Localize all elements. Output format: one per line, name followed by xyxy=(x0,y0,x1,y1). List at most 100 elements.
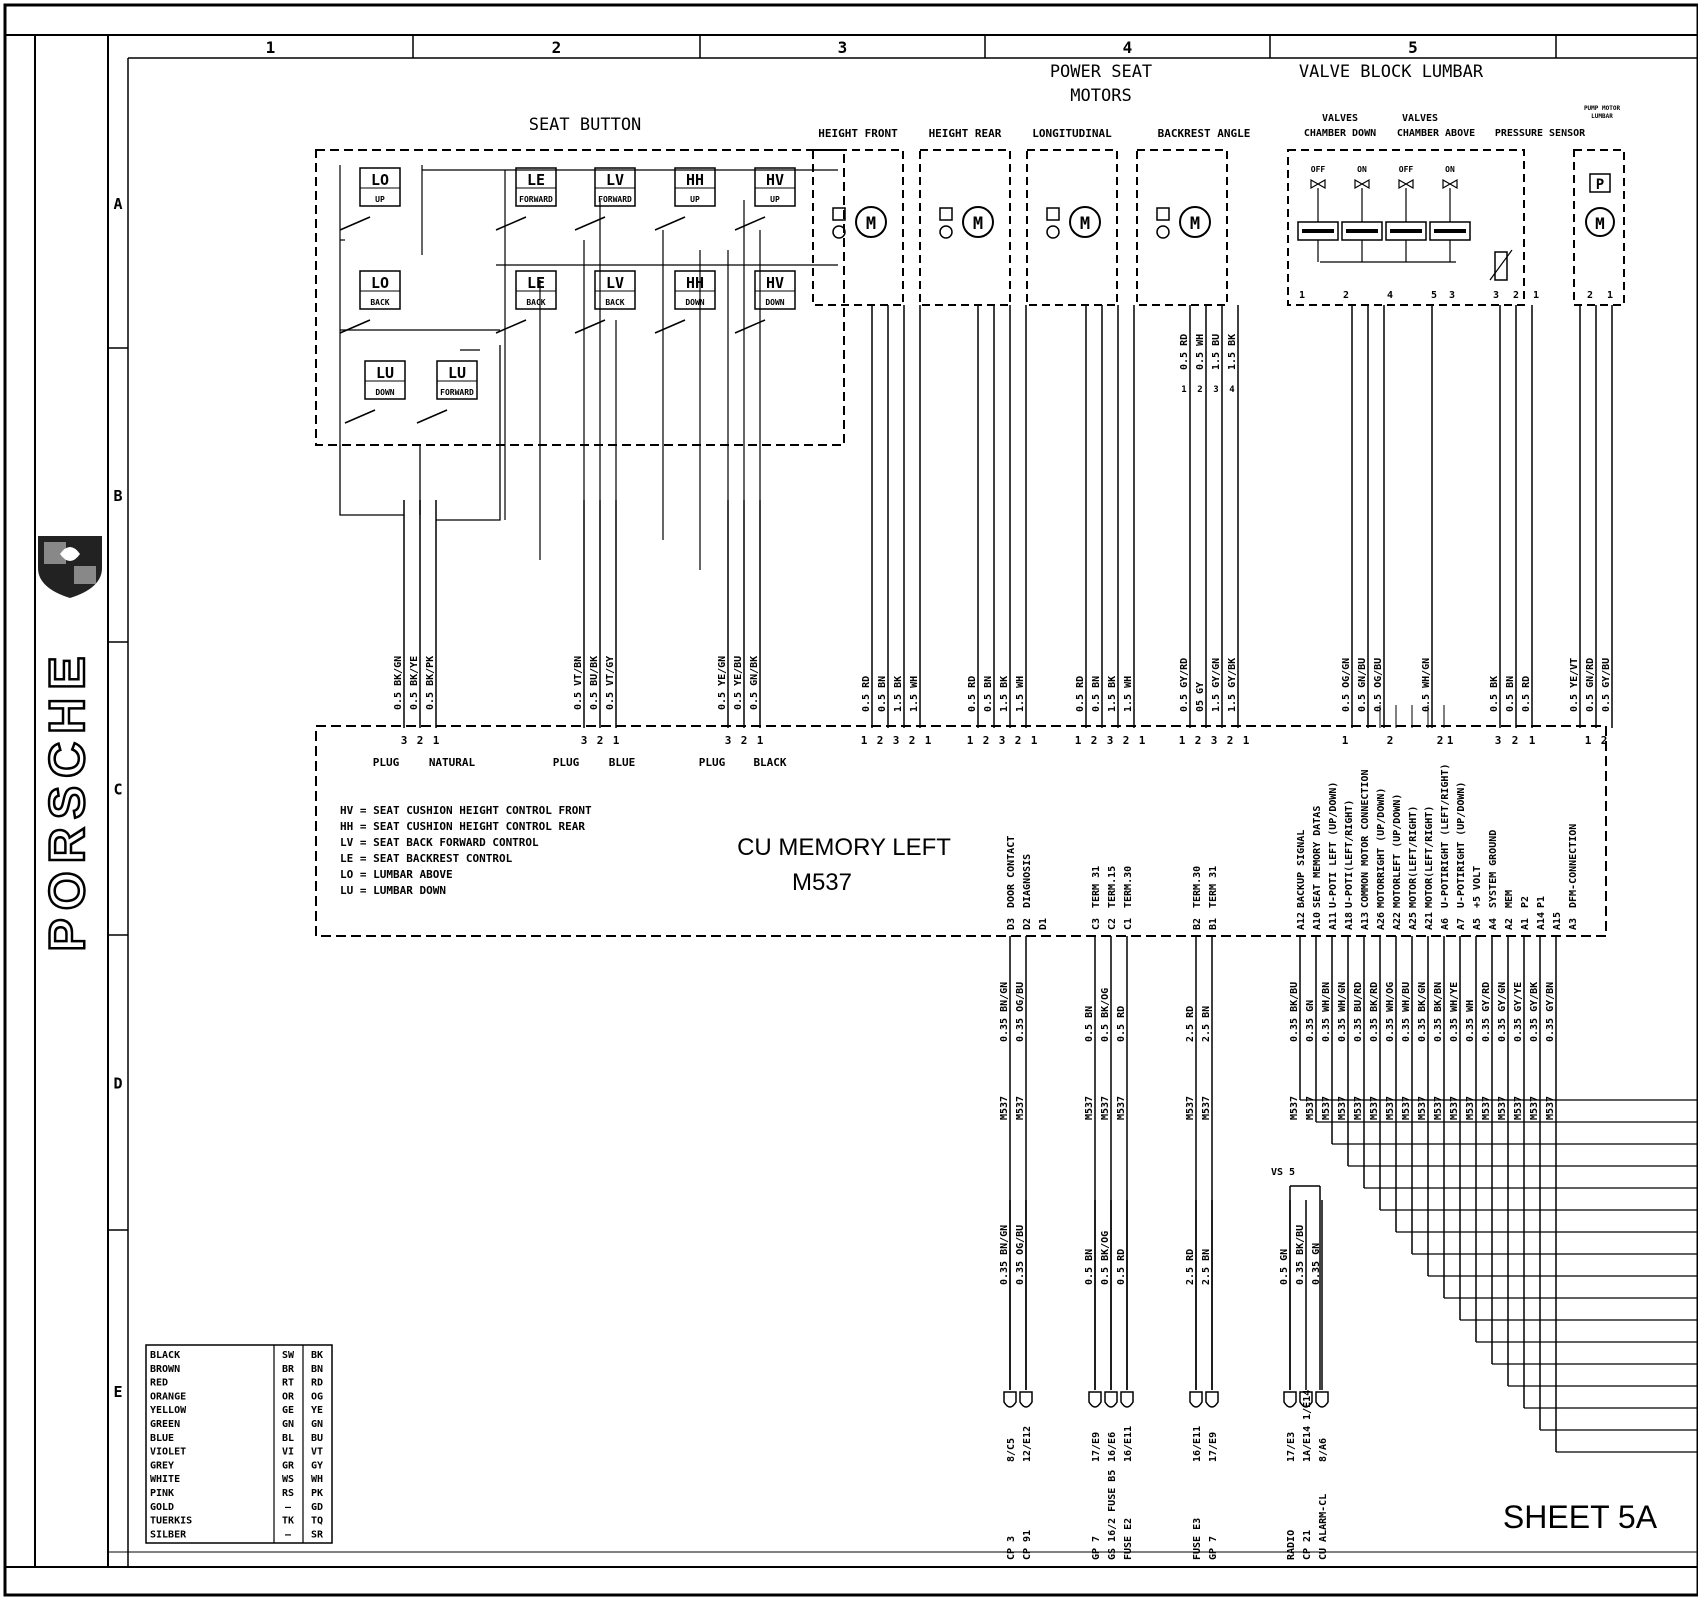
cu-pin-id: A13 xyxy=(1360,912,1371,930)
valve-cu-pin: 3 xyxy=(1495,734,1502,747)
bottom-wire-label: 0.5 BN xyxy=(1084,1249,1095,1285)
motor-wire-label: 1.5 WH xyxy=(1015,676,1026,712)
m537-tag: M537 xyxy=(1084,1096,1095,1120)
lower-wire-label: 0.35 GN xyxy=(1305,1000,1316,1042)
m537-tag: M537 xyxy=(999,1096,1010,1120)
cu-pin-id: A7 xyxy=(1456,918,1467,930)
lower-wire-label: 0.35 WH/BN xyxy=(1321,982,1332,1042)
legend-line: LE = SEAT BACKREST CONTROL xyxy=(340,852,513,865)
cu-signal-name: U-POTI(LEFT/RIGHT) xyxy=(1344,800,1355,908)
backrest-wire-label: 1.5 BK xyxy=(1227,334,1238,370)
legend-line: HV = SEAT CUSHION HEIGHT CONTROL FRONT xyxy=(340,804,592,817)
color-name: VIOLET xyxy=(150,1447,186,1458)
plug-wire-label: 0.5 BK/PK xyxy=(425,656,436,710)
row-letter: B xyxy=(113,487,122,505)
color-code-en: GD xyxy=(311,1502,323,1513)
backrest-wire-label: 0.5 WH xyxy=(1195,334,1206,370)
motor-pin: 1 xyxy=(1179,734,1186,747)
seat-button-module xyxy=(315,149,845,446)
valve-pin: 3 xyxy=(1449,290,1455,301)
pump-box xyxy=(1573,149,1625,306)
plug-wire-label: 0.5 VT/BN xyxy=(573,656,584,710)
switch-box xyxy=(359,270,401,310)
valve-cu-pin: 2 xyxy=(1387,734,1394,747)
button-to-cu-wire xyxy=(339,445,404,516)
lower-wire-label: 0.35 OG/BU xyxy=(1015,982,1026,1042)
cu-pin-id: C1 xyxy=(1123,918,1134,930)
switch-bottom-label: FORWARD xyxy=(598,195,632,204)
outer-frame xyxy=(3,3,1698,1597)
cu-signal-name: TERM 31 xyxy=(1091,866,1102,908)
switch-bottom-label: BACK xyxy=(370,298,389,307)
cu-signal-name: TERM.30 xyxy=(1123,866,1134,908)
switch-bottom-label: FORWARD xyxy=(440,388,474,397)
valve-block-title: VALVE BLOCK LUMBAR xyxy=(1299,62,1484,82)
cu-signal-name: MOTORRIGHT (UP/DOWN) xyxy=(1376,788,1387,908)
motor-box xyxy=(1136,149,1228,306)
plug-pin: 3 xyxy=(401,734,408,747)
valve-wire-label: 0.5 GY/BU xyxy=(1601,658,1612,712)
valve-icon xyxy=(1310,178,1326,190)
lower-wire-label: 0.35 GY/GN xyxy=(1497,982,1508,1042)
motor-pin: 2 xyxy=(1227,734,1234,747)
cu-code: M537 xyxy=(792,869,852,896)
color-code-de: GE xyxy=(282,1405,294,1416)
terminal-destination: CP 3 xyxy=(1006,1536,1017,1560)
motor-label: LONGITUDINAL xyxy=(1032,127,1112,140)
m537-tag: M537 xyxy=(1417,1096,1428,1120)
plug-pin: 2 xyxy=(597,734,604,747)
switch-top-label: LO xyxy=(371,274,389,292)
terminal-icon xyxy=(1299,1391,1313,1408)
m537-tag: M537 xyxy=(1385,1096,1396,1120)
hall-sensor-icon xyxy=(1046,207,1060,221)
bottom-wire-label: 0.5 BK/OG xyxy=(1100,1231,1111,1285)
plug-pin: 1 xyxy=(433,734,440,747)
motor-pin: 2 xyxy=(1123,734,1130,747)
motor-wire-label: 0.5 BN xyxy=(983,676,994,712)
m537-tag: M537 xyxy=(1201,1096,1212,1120)
switch-top-label: HV xyxy=(766,274,784,292)
cu-signal-name: TERM 31 xyxy=(1208,866,1219,908)
switch-bottom-label: DOWN xyxy=(685,298,704,307)
pump-label: LUMBAR xyxy=(1591,113,1613,120)
cu-signal-name: +5 VOLT xyxy=(1472,866,1483,908)
color-code-en: GN xyxy=(311,1419,323,1430)
cu-pin-id: B2 xyxy=(1192,918,1203,930)
backrest-pin: 4 xyxy=(1229,385,1235,395)
lower-wire-label: 0.35 GY/YE xyxy=(1513,982,1524,1042)
terminal-ref: 16/E11 xyxy=(1123,1426,1134,1462)
motor-wire-label: 0.5 RD xyxy=(861,676,872,712)
lower-wire-label: 0.35 WH/BU xyxy=(1401,982,1412,1042)
cu-pin-id: A15 xyxy=(1552,912,1563,930)
plug-label: NATURAL xyxy=(429,756,476,769)
cu-signal-name: U-POTIRIGHT (UP/DOWN) xyxy=(1456,782,1467,908)
plug-pin: 3 xyxy=(725,734,732,747)
color-code-en: SR xyxy=(311,1529,324,1540)
motor-wire-label: 0.5 GY/RD xyxy=(1179,658,1190,712)
plug-label: PLUG xyxy=(553,756,580,769)
motor-wire-label: 1.5 WH xyxy=(1123,676,1134,712)
color-code-de: SW xyxy=(282,1350,295,1361)
lower-wire-label: 0.35 GY/BK xyxy=(1529,982,1540,1042)
color-name: YELLOW xyxy=(150,1405,187,1416)
lower-wire-label: 0.5 BN xyxy=(1084,1006,1095,1042)
valve-icon xyxy=(1354,178,1370,190)
color-code-en: GY xyxy=(311,1460,323,1471)
terminal-ref: 12/E12 xyxy=(1022,1426,1033,1462)
valve-state: OFF xyxy=(1399,165,1414,174)
cu-pin-id: D3 xyxy=(1006,918,1017,930)
valve-icon xyxy=(1442,178,1458,190)
hall-sensor-icon xyxy=(832,207,846,221)
plug-label: PLUG xyxy=(699,756,726,769)
terminal-ref: 1A/E14 1/E14 xyxy=(1302,1390,1313,1462)
vs-label: VS 5 xyxy=(1271,1167,1295,1178)
motor-label: HEIGHT FRONT xyxy=(818,127,898,140)
switch-top-label: LU xyxy=(376,364,394,382)
terminal-destination: CP 91 xyxy=(1022,1530,1033,1560)
pump-label: PUMP MOTOR xyxy=(1584,105,1621,112)
switch-lo-back: LO BACK xyxy=(339,270,401,334)
